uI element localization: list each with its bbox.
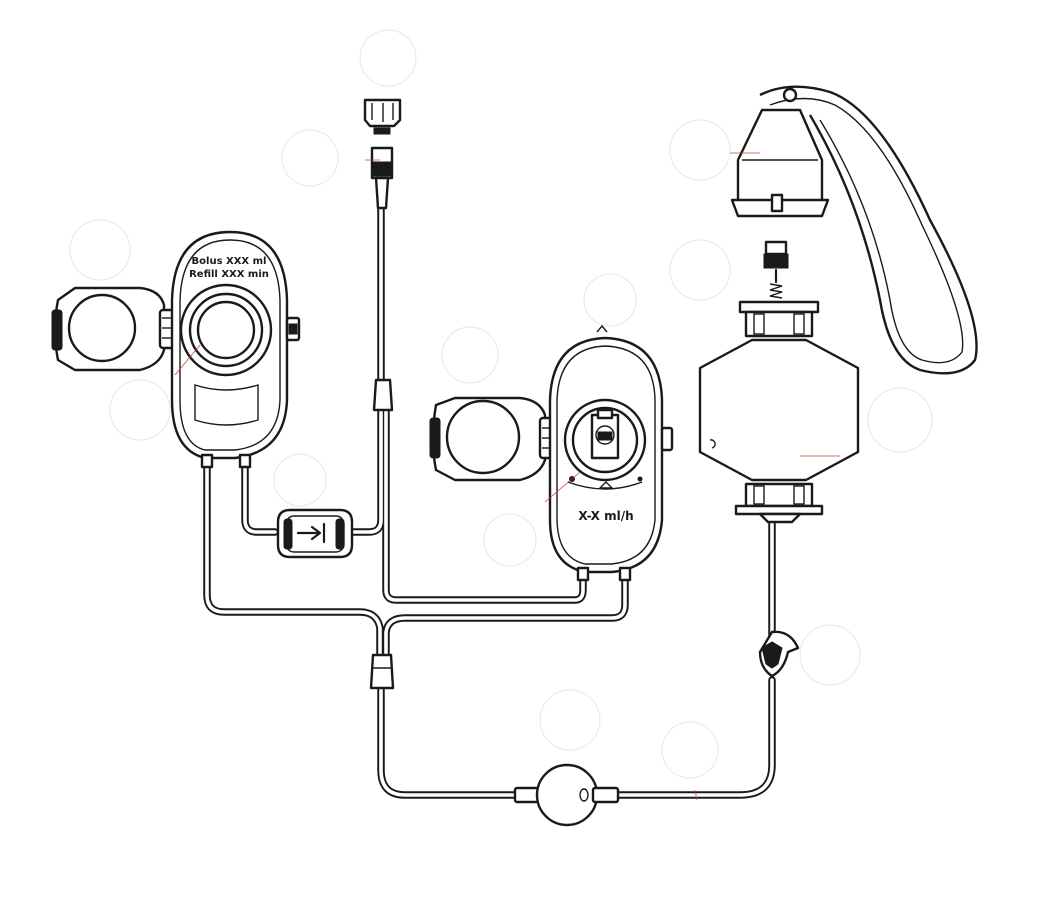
reservoir-assembly xyxy=(698,85,978,524)
flow-regulator-bulb xyxy=(513,763,620,827)
inline-filter xyxy=(276,508,354,559)
bolus-pump: Bolus XXX ml Refill XXX min xyxy=(51,230,301,469)
marker-lines xyxy=(174,152,840,801)
tubing xyxy=(203,201,776,799)
y-connector xyxy=(369,653,395,690)
refill-label: Refill XXX min xyxy=(189,269,269,280)
arrow-icon xyxy=(296,525,322,541)
flow-rate-selector: X-X ml/h xyxy=(429,324,674,582)
luer-connector xyxy=(363,98,402,412)
pinch-clamp xyxy=(758,630,800,678)
flow-rate-label: X-X ml/h xyxy=(578,509,633,523)
bolus-label: Bolus XXX ml xyxy=(192,256,267,267)
background-watermark xyxy=(69,29,933,779)
